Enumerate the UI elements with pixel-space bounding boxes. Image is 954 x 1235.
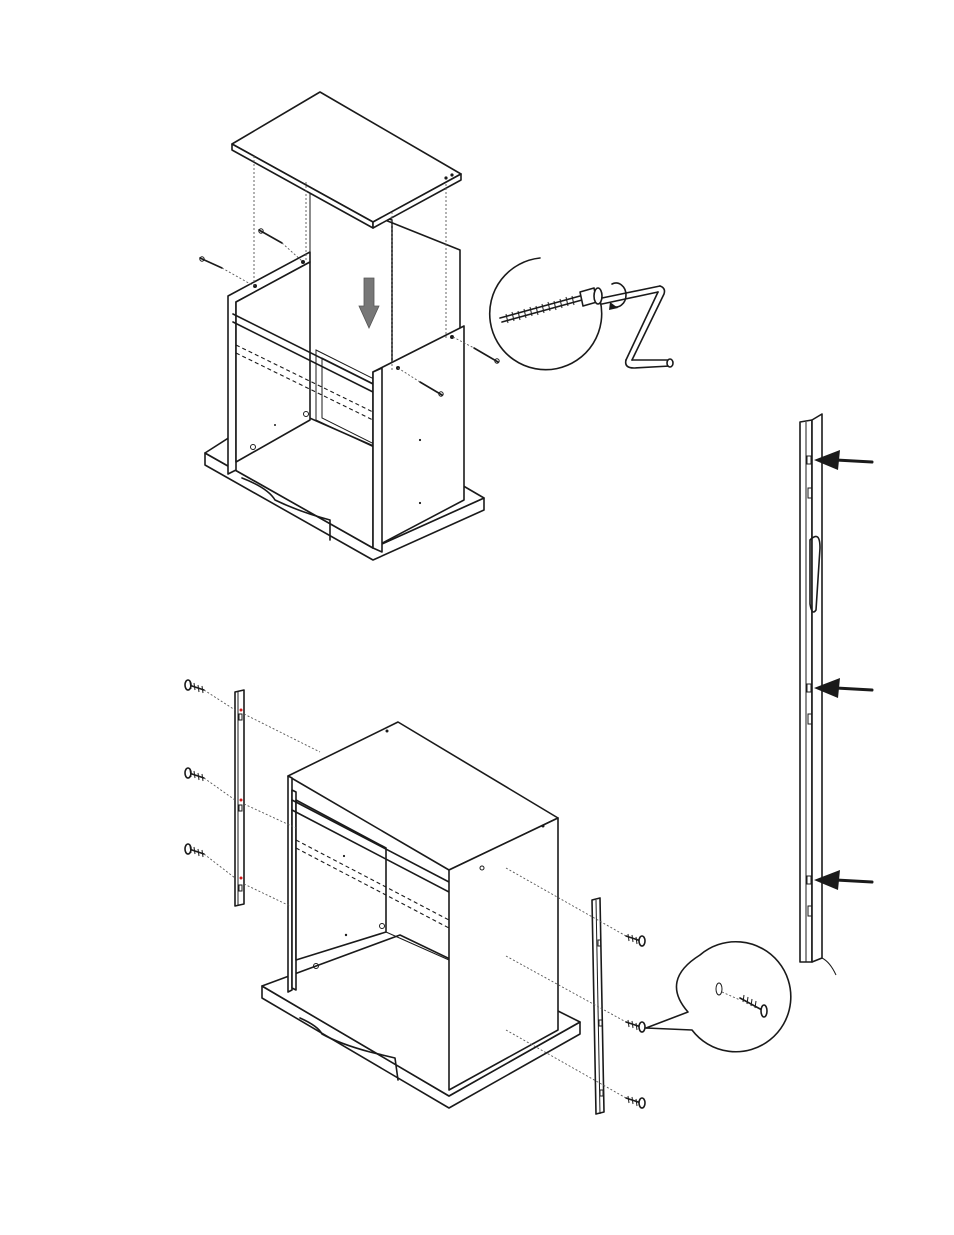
wood-screw-icon	[740, 995, 767, 1017]
wood-screw-icon	[185, 680, 204, 857]
rail-detail	[800, 414, 872, 975]
cam-screw-left-upper	[200, 257, 254, 286]
marker-dot	[240, 799, 243, 802]
marker-dot	[240, 709, 243, 712]
step-top-panel-assembly	[200, 92, 499, 560]
back-rail-right	[592, 898, 604, 1114]
marker-dot	[240, 877, 243, 880]
down-arrow-icon	[359, 278, 379, 328]
top-panel	[232, 92, 461, 228]
cam-screw-icon	[500, 288, 602, 323]
back-rail-left	[235, 690, 244, 906]
cam-screw-left-lower	[259, 229, 302, 261]
wood-screw-icon	[626, 934, 645, 1108]
cam-screw-detail	[490, 258, 673, 370]
step-back-rail-assembly	[185, 680, 791, 1114]
screw-detail-magnifier	[646, 942, 791, 1052]
allen-key-icon	[602, 286, 673, 368]
